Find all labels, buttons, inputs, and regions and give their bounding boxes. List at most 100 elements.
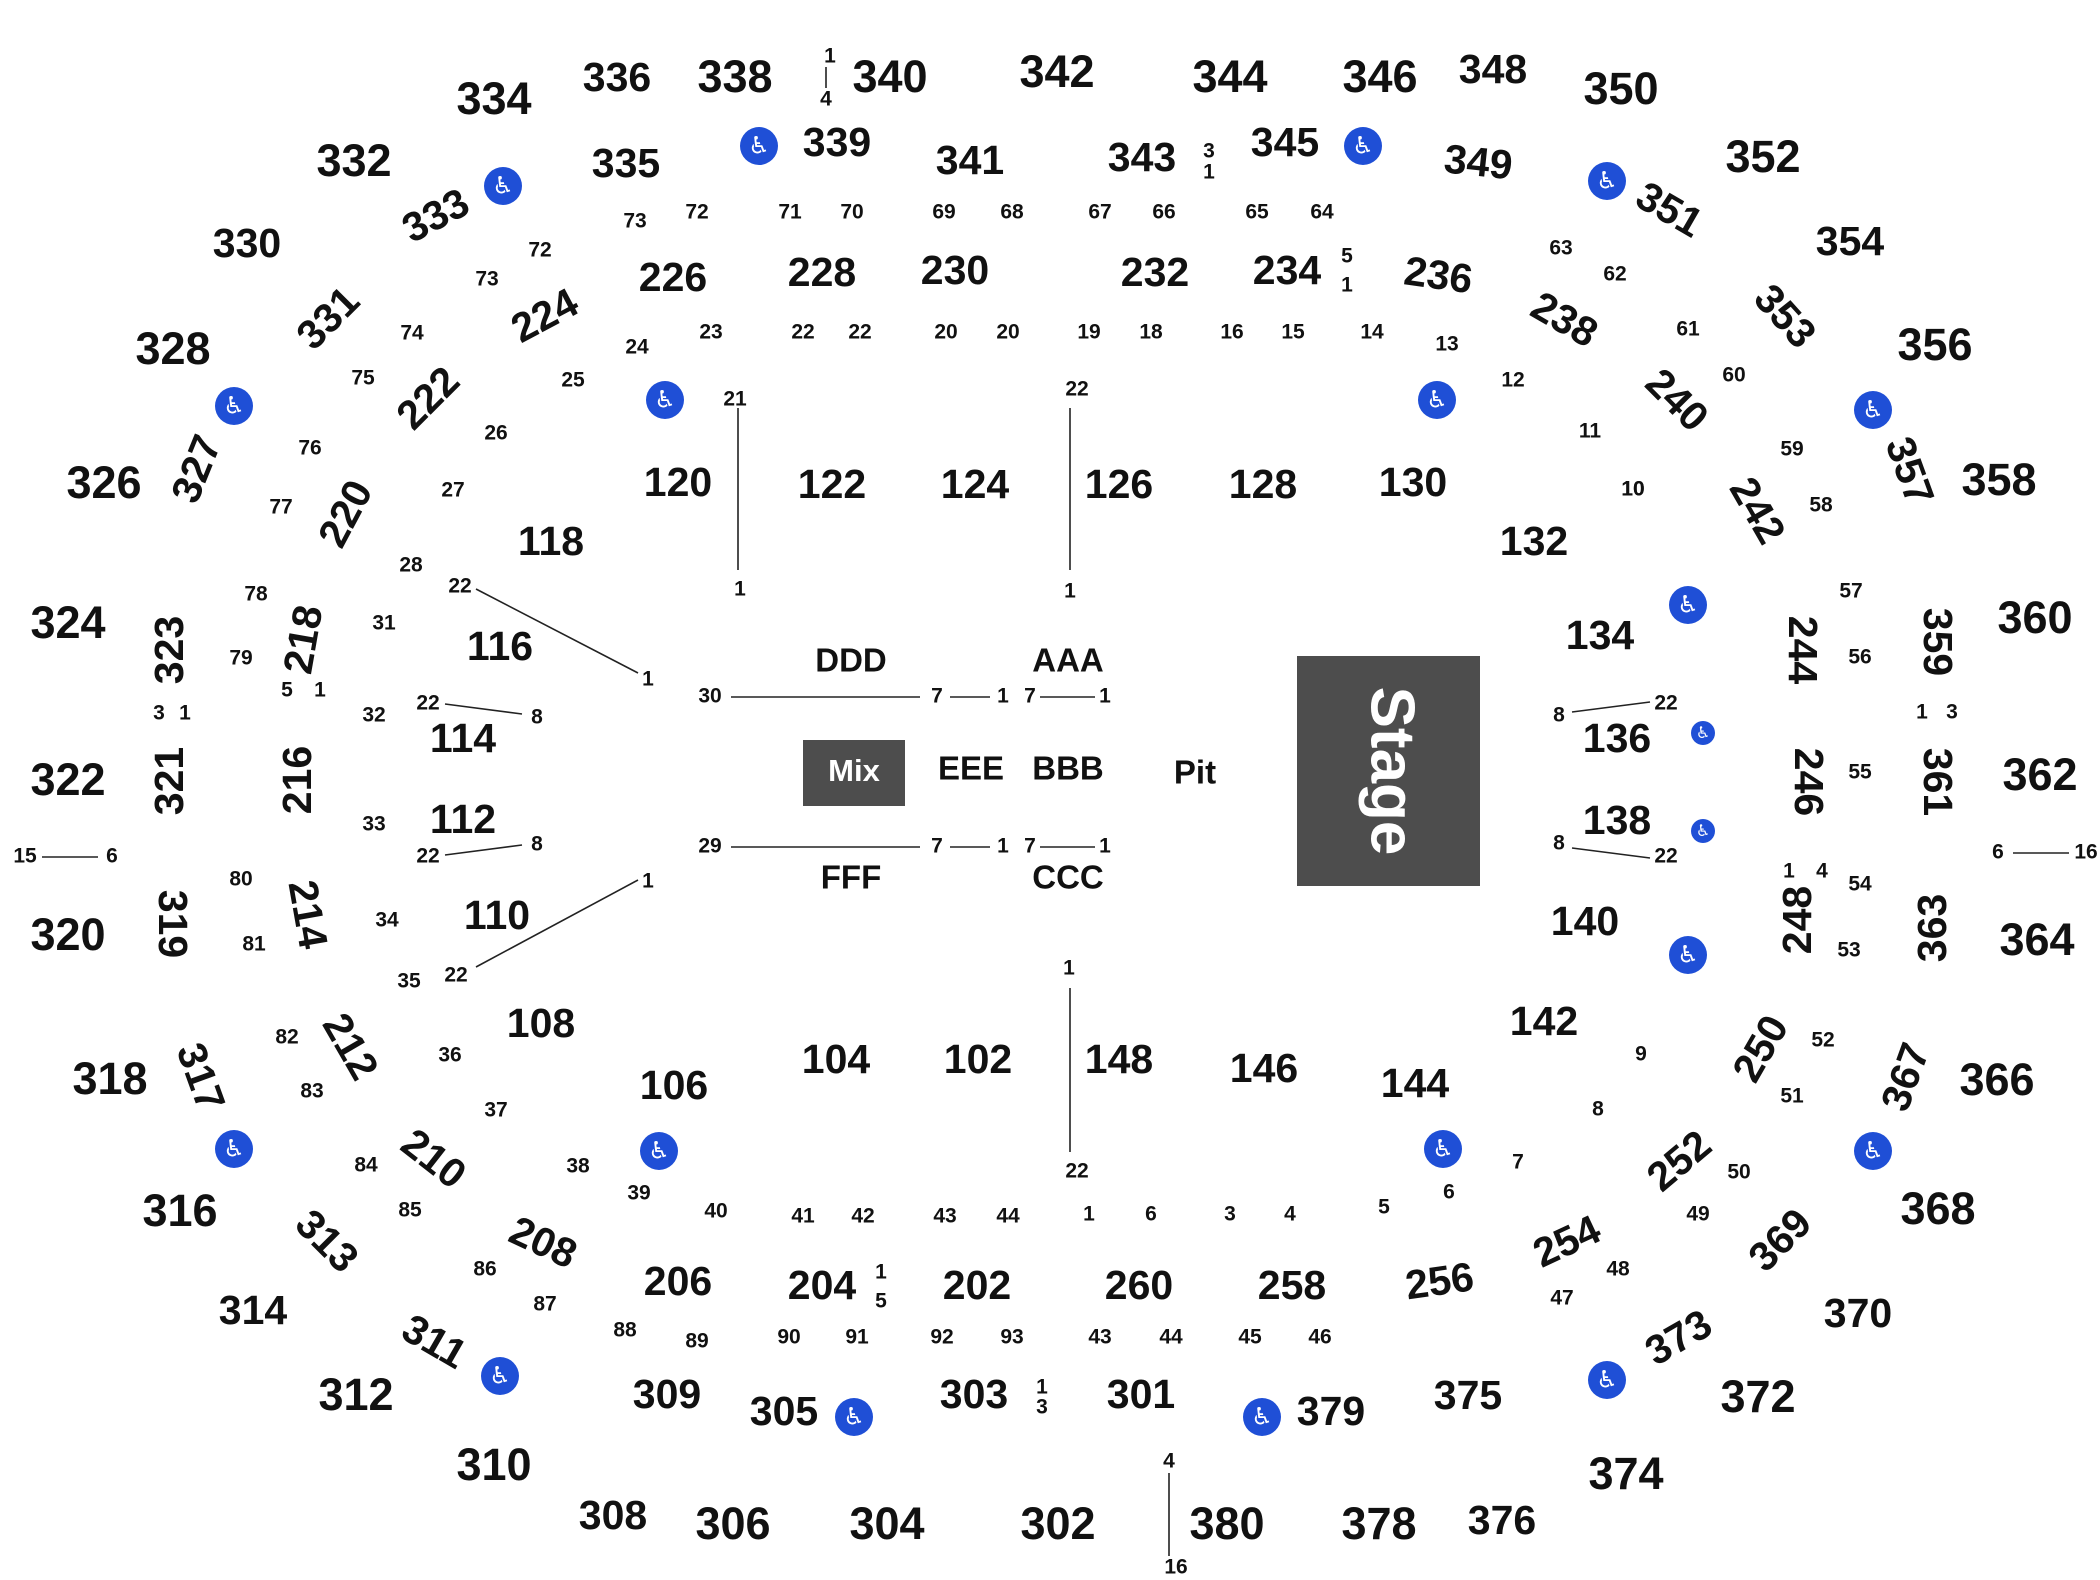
section-348[interactable]: 348 — [1459, 46, 1527, 92]
section-341[interactable]: 341 — [936, 137, 1004, 183]
section-134[interactable]: 134 — [1566, 612, 1635, 658]
section-350[interactable]: 350 — [1583, 63, 1658, 114]
section-321[interactable]: 321 — [146, 747, 192, 815]
section-328[interactable]: 328 — [135, 323, 210, 374]
section-250[interactable]: 250 — [1723, 1007, 1797, 1089]
section-339[interactable]: 339 — [803, 119, 871, 165]
section-108[interactable]: 108 — [507, 1000, 575, 1046]
section-335[interactable]: 335 — [592, 140, 660, 186]
section-112[interactable]: 112 — [430, 796, 496, 842]
section-218[interactable]: 218 — [274, 602, 331, 677]
section-372[interactable]: 372 — [1720, 1371, 1795, 1422]
section-234[interactable]: 234 — [1253, 247, 1322, 293]
section-124[interactable]: 124 — [941, 461, 1010, 507]
section-326[interactable]: 326 — [66, 457, 141, 508]
section-334[interactable]: 334 — [456, 73, 531, 124]
section-146[interactable]: 146 — [1230, 1045, 1298, 1091]
section-238[interactable]: 238 — [1523, 282, 1605, 356]
section-aaa[interactable]: AAA — [1032, 642, 1104, 679]
section-136[interactable]: 136 — [1583, 715, 1651, 761]
section-351[interactable]: 351 — [1628, 172, 1710, 246]
stage[interactable]: Stage — [1297, 656, 1480, 886]
section-368[interactable]: 368 — [1900, 1183, 1975, 1234]
section-216[interactable]: 216 — [274, 746, 320, 814]
section-116[interactable]: 116 — [467, 623, 533, 669]
section-324[interactable]: 324 — [30, 597, 105, 648]
section-210[interactable]: 210 — [393, 1119, 475, 1197]
section-370[interactable]: 370 — [1824, 1290, 1892, 1336]
section-246[interactable]: 246 — [1786, 748, 1832, 816]
section-252[interactable]: 252 — [1638, 1121, 1720, 1200]
section-130[interactable]: 130 — [1379, 459, 1447, 505]
section-340[interactable]: 340 — [852, 51, 927, 102]
section-110[interactable]: 110 — [464, 892, 530, 938]
section-345[interactable]: 345 — [1251, 119, 1319, 165]
section-373[interactable]: 373 — [1637, 1300, 1719, 1374]
section-319[interactable]: 319 — [150, 890, 196, 958]
section-376[interactable]: 376 — [1468, 1497, 1536, 1543]
section-375[interactable]: 375 — [1434, 1372, 1502, 1418]
section-310[interactable]: 310 — [456, 1439, 531, 1490]
section-306[interactable]: 306 — [695, 1498, 770, 1549]
section-204[interactable]: 204 — [788, 1262, 857, 1308]
section-138[interactable]: 138 — [1583, 797, 1651, 843]
section-336[interactable]: 336 — [583, 54, 651, 100]
section-312[interactable]: 312 — [318, 1369, 393, 1420]
section-bbb[interactable]: BBB — [1032, 750, 1104, 787]
section-311[interactable]: 311 — [394, 1305, 474, 1378]
section-144[interactable]: 144 — [1381, 1060, 1450, 1106]
section-356[interactable]: 356 — [1897, 319, 1972, 370]
section-308[interactable]: 308 — [579, 1492, 647, 1538]
section-352[interactable]: 352 — [1725, 131, 1800, 182]
section-309[interactable]: 309 — [633, 1371, 701, 1417]
section-eee[interactable]: EEE — [938, 750, 1004, 787]
section-132[interactable]: 132 — [1500, 518, 1568, 564]
section-126[interactable]: 126 — [1085, 461, 1153, 507]
section-122[interactable]: 122 — [798, 461, 866, 507]
section-363[interactable]: 363 — [1909, 894, 1955, 962]
pit-section[interactable]: Pit — [1174, 754, 1216, 791]
section-220[interactable]: 220 — [309, 473, 382, 555]
section-ddd[interactable]: DDD — [815, 642, 887, 679]
section-242[interactable]: 242 — [1721, 469, 1795, 551]
section-346[interactable]: 346 — [1342, 51, 1417, 102]
section-330[interactable]: 330 — [213, 220, 281, 266]
section-344[interactable]: 344 — [1192, 51, 1267, 102]
section-364[interactable]: 364 — [1999, 914, 2074, 965]
section-254[interactable]: 254 — [1526, 1206, 1608, 1277]
section-214[interactable]: 214 — [280, 877, 337, 953]
section-140[interactable]: 140 — [1551, 898, 1619, 944]
section-362[interactable]: 362 — [2002, 749, 2077, 800]
section-142[interactable]: 142 — [1510, 998, 1578, 1044]
section-120[interactable]: 120 — [644, 459, 712, 505]
section-202[interactable]: 202 — [943, 1262, 1011, 1308]
section-128[interactable]: 128 — [1229, 461, 1297, 507]
section-226[interactable]: 226 — [639, 254, 707, 300]
section-314[interactable]: 314 — [219, 1287, 288, 1333]
section-369[interactable]: 369 — [1739, 1199, 1820, 1280]
section-338[interactable]: 338 — [697, 51, 772, 102]
section-232[interactable]: 232 — [1121, 249, 1189, 295]
section-260[interactable]: 260 — [1105, 1262, 1173, 1308]
section-317[interactable]: 317 — [168, 1037, 235, 1117]
section-212[interactable]: 212 — [314, 1005, 388, 1087]
section-303[interactable]: 303 — [940, 1371, 1008, 1417]
section-379[interactable]: 379 — [1297, 1388, 1365, 1434]
section-318[interactable]: 318 — [72, 1053, 147, 1104]
section-fff[interactable]: FFF — [821, 859, 881, 896]
section-378[interactable]: 378 — [1341, 1498, 1416, 1549]
section-360[interactable]: 360 — [1997, 592, 2072, 643]
section-206[interactable]: 206 — [644, 1258, 712, 1304]
section-380[interactable]: 380 — [1189, 1498, 1264, 1549]
section-367[interactable]: 367 — [1872, 1037, 1939, 1117]
section-361[interactable]: 361 — [1915, 748, 1961, 816]
section-374[interactable]: 374 — [1588, 1448, 1663, 1499]
section-236[interactable]: 236 — [1401, 247, 1475, 302]
section-323[interactable]: 323 — [146, 616, 192, 684]
section-342[interactable]: 342 — [1019, 46, 1094, 97]
section-148[interactable]: 148 — [1085, 1036, 1153, 1082]
section-304[interactable]: 304 — [849, 1498, 924, 1549]
section-320[interactable]: 320 — [30, 909, 105, 960]
section-331[interactable]: 331 — [287, 277, 368, 358]
section-248[interactable]: 248 — [1774, 886, 1820, 954]
